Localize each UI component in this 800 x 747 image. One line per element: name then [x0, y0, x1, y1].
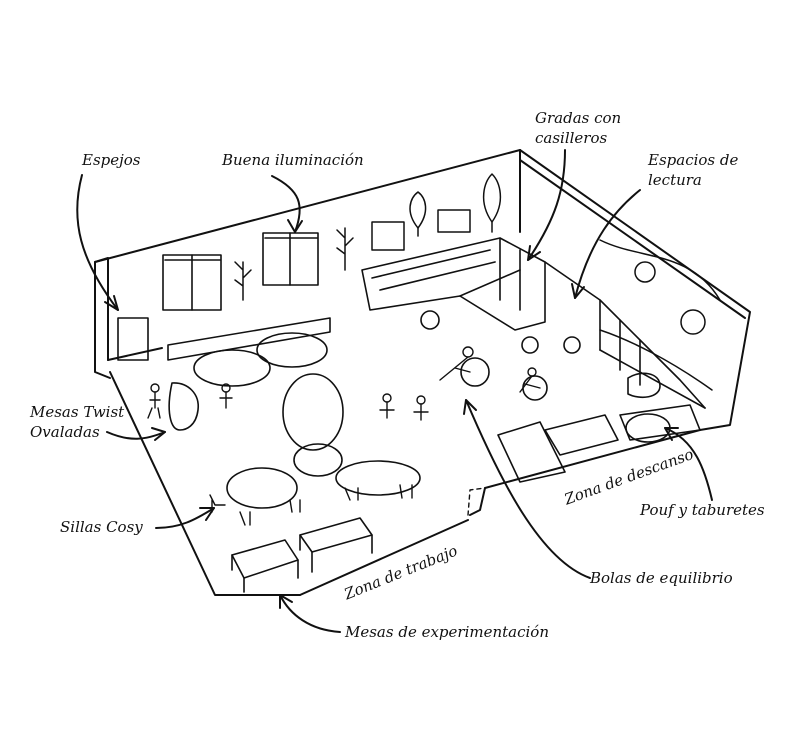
arrow-bolas [465, 399, 591, 579]
label-bolas-equilibrio: Bolas de equilibrio [590, 568, 733, 588]
label-mesas-exp-text: Mesas de experimentación [345, 623, 549, 641]
label-iluminacion-text: Buena iluminación [222, 151, 364, 169]
arrow-iluminacion [271, 175, 301, 233]
label-iluminacion: Buena iluminación [222, 150, 364, 170]
label-espacios-line2: lectura [648, 171, 702, 189]
experiment-tables [231, 517, 373, 593]
label-espejos: Espejos [82, 150, 141, 170]
label-sillas-text: Sillas Cosy [60, 518, 143, 536]
mirror [117, 317, 149, 361]
label-mesas-twist-line2: Ovaladas [30, 423, 100, 441]
oval-tables [167, 317, 421, 509]
label-espacios-line1: Espacios de [648, 151, 739, 169]
label-pouf-text: Pouf y taburetes [640, 501, 765, 519]
label-bolas-text: Bolas de equilibrio [590, 569, 733, 587]
label-gradas: Gradas con casilleros [535, 108, 621, 148]
arrow-gradas [527, 149, 566, 261]
balance-balls [420, 310, 581, 401]
windows [162, 232, 319, 311]
leader-arrows [76, 149, 713, 633]
label-mesas-twist-line1: Mesas Twist [30, 403, 125, 421]
label-sillas-cosy: Sillas Cosy [60, 517, 143, 537]
arrow-lectura [574, 189, 641, 299]
label-mesas-twist: Mesas Twist Ovaladas [30, 402, 124, 442]
label-mesas-experimentacion: Mesas de experimentación [345, 622, 549, 642]
arrow-sillas [155, 507, 215, 529]
label-espacios-lectura: Espacios de lectura [648, 150, 738, 190]
bleachers-lockers [361, 237, 706, 409]
label-espejos-text: Espejos [82, 151, 141, 169]
arrow-mesas-twist [106, 431, 166, 440]
arrow-espejos [76, 174, 119, 311]
label-pouf-taburetes: Pouf y taburetes [640, 500, 765, 520]
room-walls [94, 149, 751, 596]
arrow-pouf [664, 427, 713, 501]
label-gradas-line2: casilleros [535, 129, 608, 147]
zone-boundaries [467, 487, 486, 516]
chairs-figures [147, 346, 541, 526]
label-gradas-line1: Gradas con [535, 109, 622, 127]
arrow-mesas-exp [279, 594, 341, 633]
